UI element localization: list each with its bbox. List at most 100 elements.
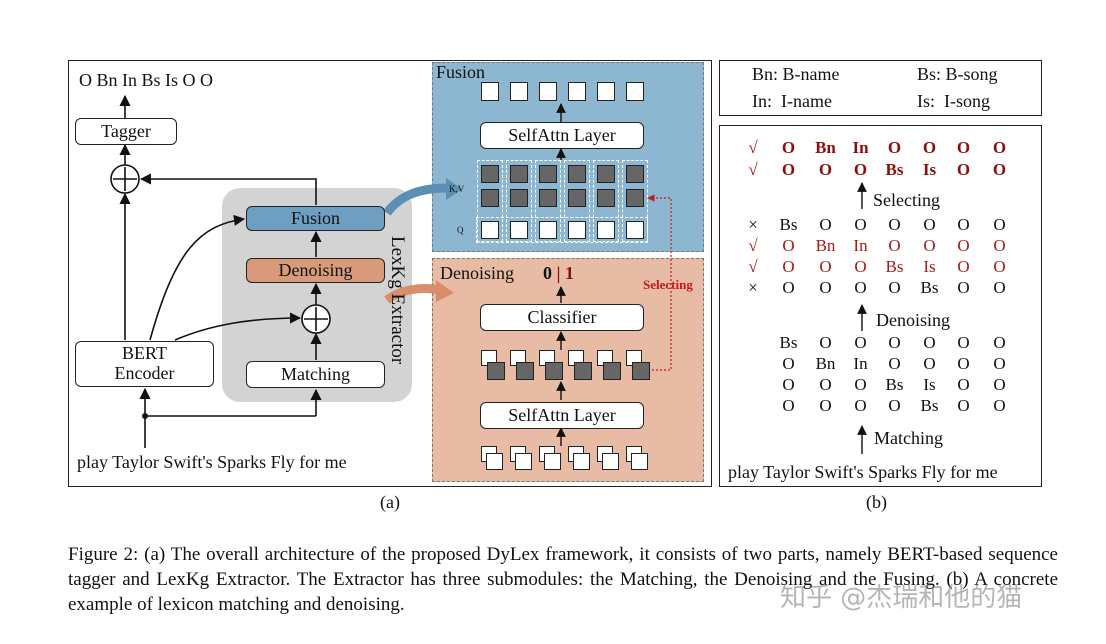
tag-token: O [782, 396, 795, 415]
tag-token: Is [922, 160, 937, 179]
input-token-front [602, 453, 619, 470]
kv-token [481, 165, 499, 183]
tag-token: O [992, 160, 1007, 179]
tag-token: O [957, 354, 970, 373]
curve-bert-plus2 [174, 312, 302, 341]
tag-token: In [853, 236, 868, 255]
big-arrow-to-denoising [384, 283, 441, 304]
accept-mark: √ [748, 160, 758, 179]
tag-token: O [819, 333, 832, 352]
tagger-box: Tagger [75, 118, 177, 145]
tag-token: O [993, 215, 1006, 234]
tag-token: O [854, 333, 867, 352]
big-arrow-to-fusion [383, 183, 449, 216]
fusion-output-token [568, 82, 586, 101]
tag-token: In [852, 138, 869, 157]
tag-token: O [854, 257, 867, 276]
arrow-fusion-plus [139, 173, 317, 205]
tag-token: Is [923, 375, 936, 394]
tag-token: O [993, 375, 1006, 394]
candidate-token-front [516, 362, 534, 380]
tag-token: O [957, 215, 970, 234]
tag-token: O [819, 396, 832, 415]
fusion-box: Fusion [246, 206, 385, 231]
input-token-front [486, 453, 503, 470]
tag-token: In [853, 354, 868, 373]
tag-token: O [888, 215, 901, 234]
binary-sep: | [556, 263, 561, 283]
matching-step-label: Matching [874, 428, 943, 448]
tag-token: O [993, 333, 1006, 352]
kv-label: K,V [449, 184, 465, 194]
fusion-column-frame [477, 160, 503, 242]
tag-token: Bs [920, 396, 939, 415]
tag-token: Bs [779, 333, 798, 352]
binary-one: 1 [564, 263, 574, 283]
tag-token: O [887, 138, 902, 157]
legend-panel [719, 60, 1042, 116]
denoising-step-label: Denoising [876, 310, 950, 330]
tag-token: O [818, 160, 833, 179]
panel-b [719, 125, 1042, 487]
tag-token: O [819, 215, 832, 234]
q-label: Q [457, 225, 464, 235]
kv-token [597, 165, 615, 183]
tag-token: O [923, 215, 936, 234]
fusion-output-token [597, 82, 615, 101]
tag-token: Bs [885, 257, 904, 276]
tag-token: O [957, 396, 970, 415]
candidate-token-front [632, 362, 650, 380]
accept-mark: √ [748, 138, 758, 157]
tag-token: O [854, 278, 867, 297]
kv-token [510, 165, 528, 183]
tag-token: O [853, 160, 868, 179]
input-token-front [631, 453, 648, 470]
fusion-zone-title: Fusion [436, 62, 486, 82]
candidate-token-front [545, 362, 563, 380]
fusion-column-frame [506, 160, 532, 242]
tag-token: O [782, 236, 795, 255]
q-token [626, 221, 644, 239]
denoising-zone [432, 258, 704, 482]
tag-token: O [923, 333, 936, 352]
tag-token: O [888, 278, 901, 297]
tag-token: O [781, 138, 796, 157]
tag-token: O [888, 333, 901, 352]
matching-box: Matching [246, 361, 385, 388]
watermark-logo: 知乎 @杰瑞和他的猫 [780, 583, 1023, 613]
tag-token: O [819, 278, 832, 297]
tag-token: O [922, 138, 937, 157]
fusion-column-frame [564, 160, 590, 242]
candidate-token-front [487, 362, 505, 380]
tag-token: O [854, 215, 867, 234]
denoising-selfattn-box: SelfAttn Layer [480, 402, 644, 429]
tag-token: O [993, 278, 1006, 297]
input-token-front [544, 453, 561, 470]
lexkg-extractor-label: LexKg Extractor [387, 236, 408, 365]
tag-token: O [819, 257, 832, 276]
tag-token: O [992, 138, 1007, 157]
legend-in: In: I-name [752, 91, 832, 111]
panel-b-label: (b) [866, 492, 887, 512]
binary-zero: 0 [543, 263, 552, 283]
input-token-front [515, 453, 532, 470]
output-labels: O Bn In Bs Is O O [79, 70, 214, 90]
tag-token: O [782, 375, 795, 394]
tag-token: Bn [815, 236, 836, 255]
fusion-selfattn-box: SelfAttn Layer [480, 122, 644, 149]
tag-token: O [957, 375, 970, 394]
fusion-output-token [626, 82, 644, 101]
tag-token: O [957, 278, 970, 297]
q-row-frame [476, 217, 648, 243]
q-token [510, 221, 528, 239]
candidate-token-front [603, 362, 621, 380]
legend-is: Is: I-song [917, 91, 990, 111]
reject-mark: × [748, 278, 758, 297]
